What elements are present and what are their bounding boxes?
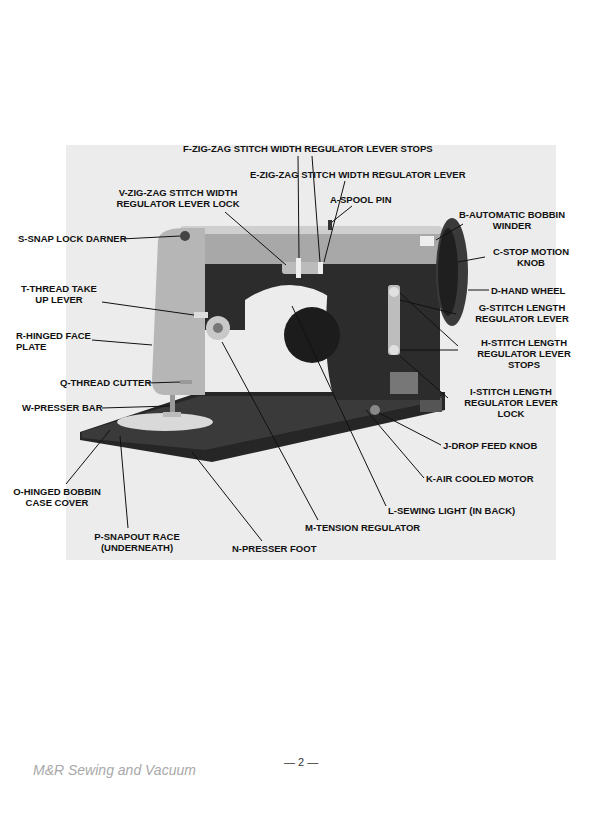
thread-cutter [180, 380, 192, 384]
part-label: V-ZIG-ZAG STITCH WIDTH REGULATOR LEVER L… [108, 187, 248, 209]
zigzag-lever-plate [282, 262, 322, 274]
page-number: — 2 — [284, 757, 318, 768]
part-label: B-AUTOMATIC BOBBIN WINDER [452, 209, 572, 231]
part-label: L-SEWING LIGHT (IN BACK) [388, 505, 515, 516]
drop-feed-knob [370, 405, 380, 415]
leader-lines [66, 156, 489, 541]
base-hinge [420, 398, 442, 412]
bobbin-cover [117, 413, 213, 431]
tension-regulator [206, 316, 230, 340]
tension-center [213, 323, 223, 333]
part-label: T-THREAD TAKE UP LEVER [14, 283, 104, 305]
watermark: M&R Sewing and Vacuum [33, 765, 196, 776]
darner-knob [180, 231, 190, 241]
part-label: J-DROP FEED KNOB [443, 440, 537, 451]
part-label: R-HINGED FACE PLATE [16, 330, 106, 352]
stitch-length-slot [388, 285, 400, 355]
part-label: F-ZIG-ZAG STITCH WIDTH REGULATOR LEVER S… [183, 143, 433, 154]
base-top [82, 396, 442, 450]
part-label: E-ZIG-ZAG STITCH WIDTH REGULATOR LEVER [250, 169, 466, 180]
arm-top [180, 226, 442, 264]
part-label: A-SPOOL PIN [330, 194, 392, 205]
spool-pin [328, 220, 332, 230]
take-up-lever [194, 312, 208, 318]
part-label: G-STITCH LENGTH REGULATOR LEVER [458, 302, 586, 324]
part-label: Q-THREAD CUTTER [60, 377, 151, 388]
hand-wheel-face [438, 228, 458, 316]
part-label: D-HAND WHEEL [491, 285, 565, 296]
bobbin-winder [420, 236, 434, 246]
machine-pillar [326, 262, 440, 400]
part-label: N-PRESSER FOOT [232, 543, 316, 554]
zigzag-lever [296, 258, 301, 278]
part-label: H-STITCH LENGTH REGULATOR LEVER STOPS [460, 337, 588, 370]
zigzag-stop [318, 262, 323, 274]
part-label: O-HINGED BOBBIN CASE COVER [12, 486, 102, 508]
machine-base [80, 392, 445, 462]
arm-highlight [180, 226, 442, 234]
part-label: W-PRESSER BAR [22, 402, 103, 413]
face-plate [152, 228, 205, 395]
stitch-stop [389, 287, 399, 297]
motor-disc [284, 307, 340, 363]
badge [390, 372, 418, 394]
part-label: S-SNAP LOCK DARNER [18, 233, 127, 244]
part-label: K-AIR COOLED MOTOR [426, 473, 534, 484]
part-label: M-TENSION REGULATOR [305, 522, 420, 533]
presser-foot [163, 412, 181, 417]
part-label: P-SNAPOUT RACE (UNDERNEATH) [72, 531, 202, 553]
part-label: C-STOP MOTION KNOB [486, 246, 576, 268]
part-label: I-STITCH LENGTH REGULATOR LEVER LOCK [450, 386, 572, 419]
stitch-stop [389, 345, 399, 355]
